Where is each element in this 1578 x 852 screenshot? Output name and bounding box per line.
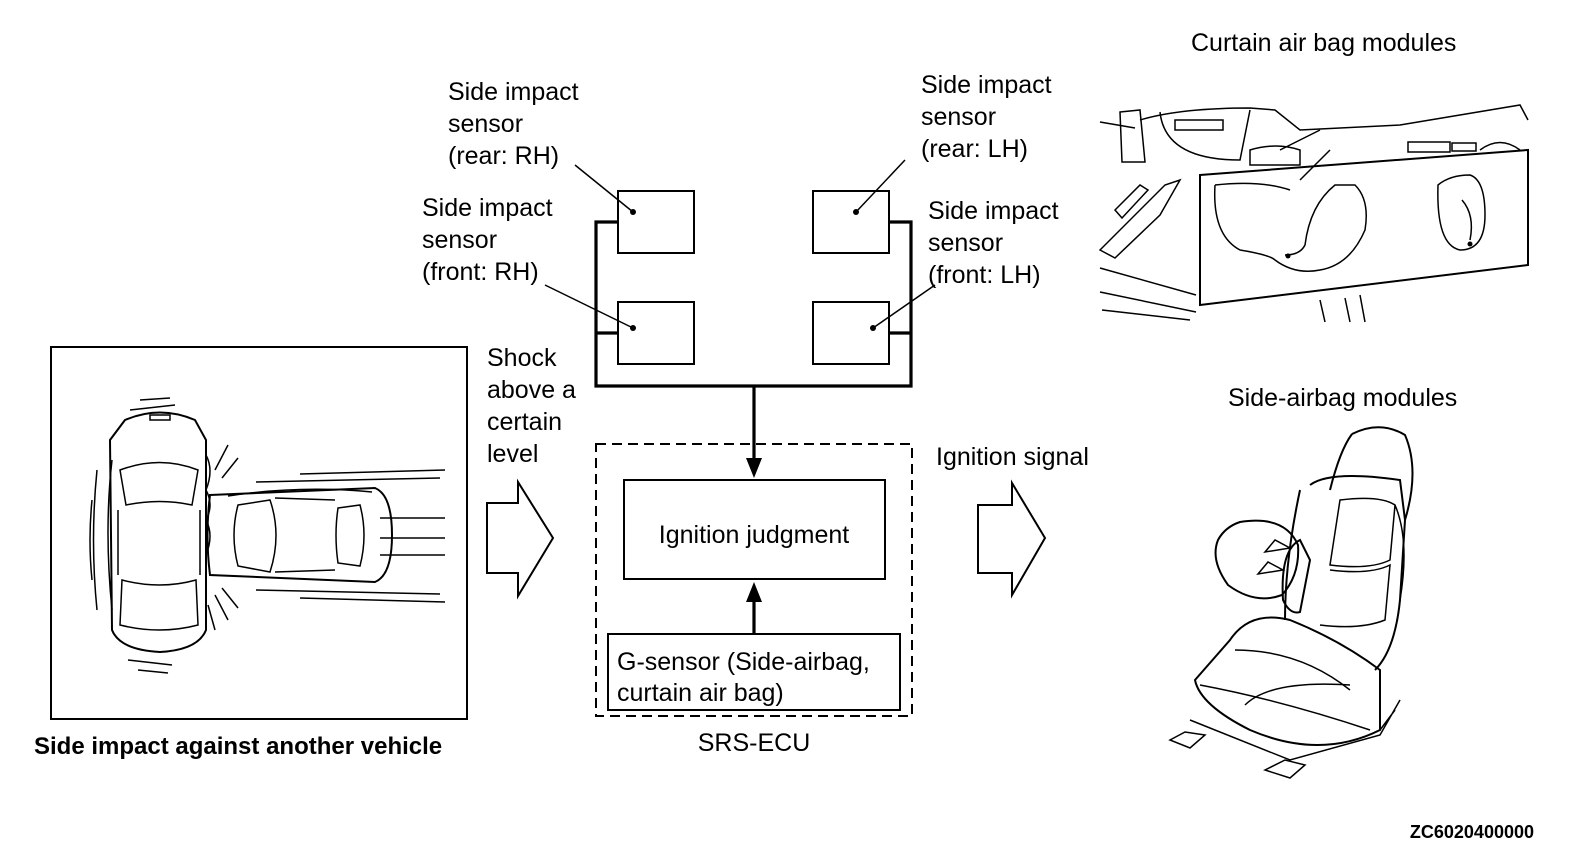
shock-label: Shock above a certain level (487, 344, 583, 468)
sensor-rear-lh-box (812, 190, 890, 254)
srs-ecu-label: SRS-ECU (698, 729, 811, 757)
deployed-side-airbag (1214, 519, 1300, 600)
sensor-network (544, 159, 936, 478)
sensor-rear-lh-label: Side impact sensor (rear: LH) (921, 71, 1059, 163)
srs-ecu-boundary (595, 443, 913, 717)
collision-illustration: Side impact against another vehicle (34, 346, 468, 760)
ignition-signal-label: Ignition signal (936, 443, 1089, 471)
sensor-front-lh-label: Side impact sensor (front: LH) (928, 197, 1066, 289)
curtain-modules-label: Curtain air bag modules (1191, 29, 1456, 57)
g-sensor-box (607, 633, 901, 711)
leader-front-lh (872, 284, 936, 329)
ignition-judgment-box (623, 479, 886, 580)
collision-frame (50, 346, 468, 720)
striking-motion-lines (255, 469, 446, 603)
sensor-front-lh-box (812, 301, 890, 365)
ignition-signal-arrow-icon (977, 479, 1047, 599)
sensor-front-rh-label: Side impact sensor (front: RH) (422, 194, 560, 286)
side-airbag-modules-label: Side-airbag modules (1228, 384, 1457, 412)
sensor-front-rh-box (617, 301, 695, 365)
ecu-input-arrow-icon (746, 458, 762, 478)
g-sensor-arrow-icon (746, 582, 762, 602)
g-sensor-label: G-sensor (Side-airbag, curtain air bag) (617, 648, 877, 707)
leader-front-rh (544, 284, 634, 329)
leader-rear-rh (574, 164, 634, 213)
struck-vehicle-icon (107, 411, 211, 654)
side-impact-caption: Side impact against another vehicle (34, 733, 442, 760)
side-airbag-seat-illustration (1168, 426, 1414, 779)
curtain-airbag-illustration (1098, 104, 1529, 323)
sensor-rear-rh-label: Side impact sensor (rear: RH) (448, 78, 586, 170)
ignition-judgment-label: Ignition judgment (659, 521, 849, 549)
impact-motion-lines (89, 397, 239, 674)
shock-arrow-icon (486, 478, 555, 600)
sensor-rear-rh-box (617, 190, 695, 254)
striking-vehicle-icon (206, 486, 394, 584)
figure-code: ZC6020400000 (1410, 822, 1534, 842)
srs-ecu: Ignition judgment G-sensor (Side-airbag,… (595, 443, 913, 757)
leader-rear-lh (855, 159, 906, 213)
